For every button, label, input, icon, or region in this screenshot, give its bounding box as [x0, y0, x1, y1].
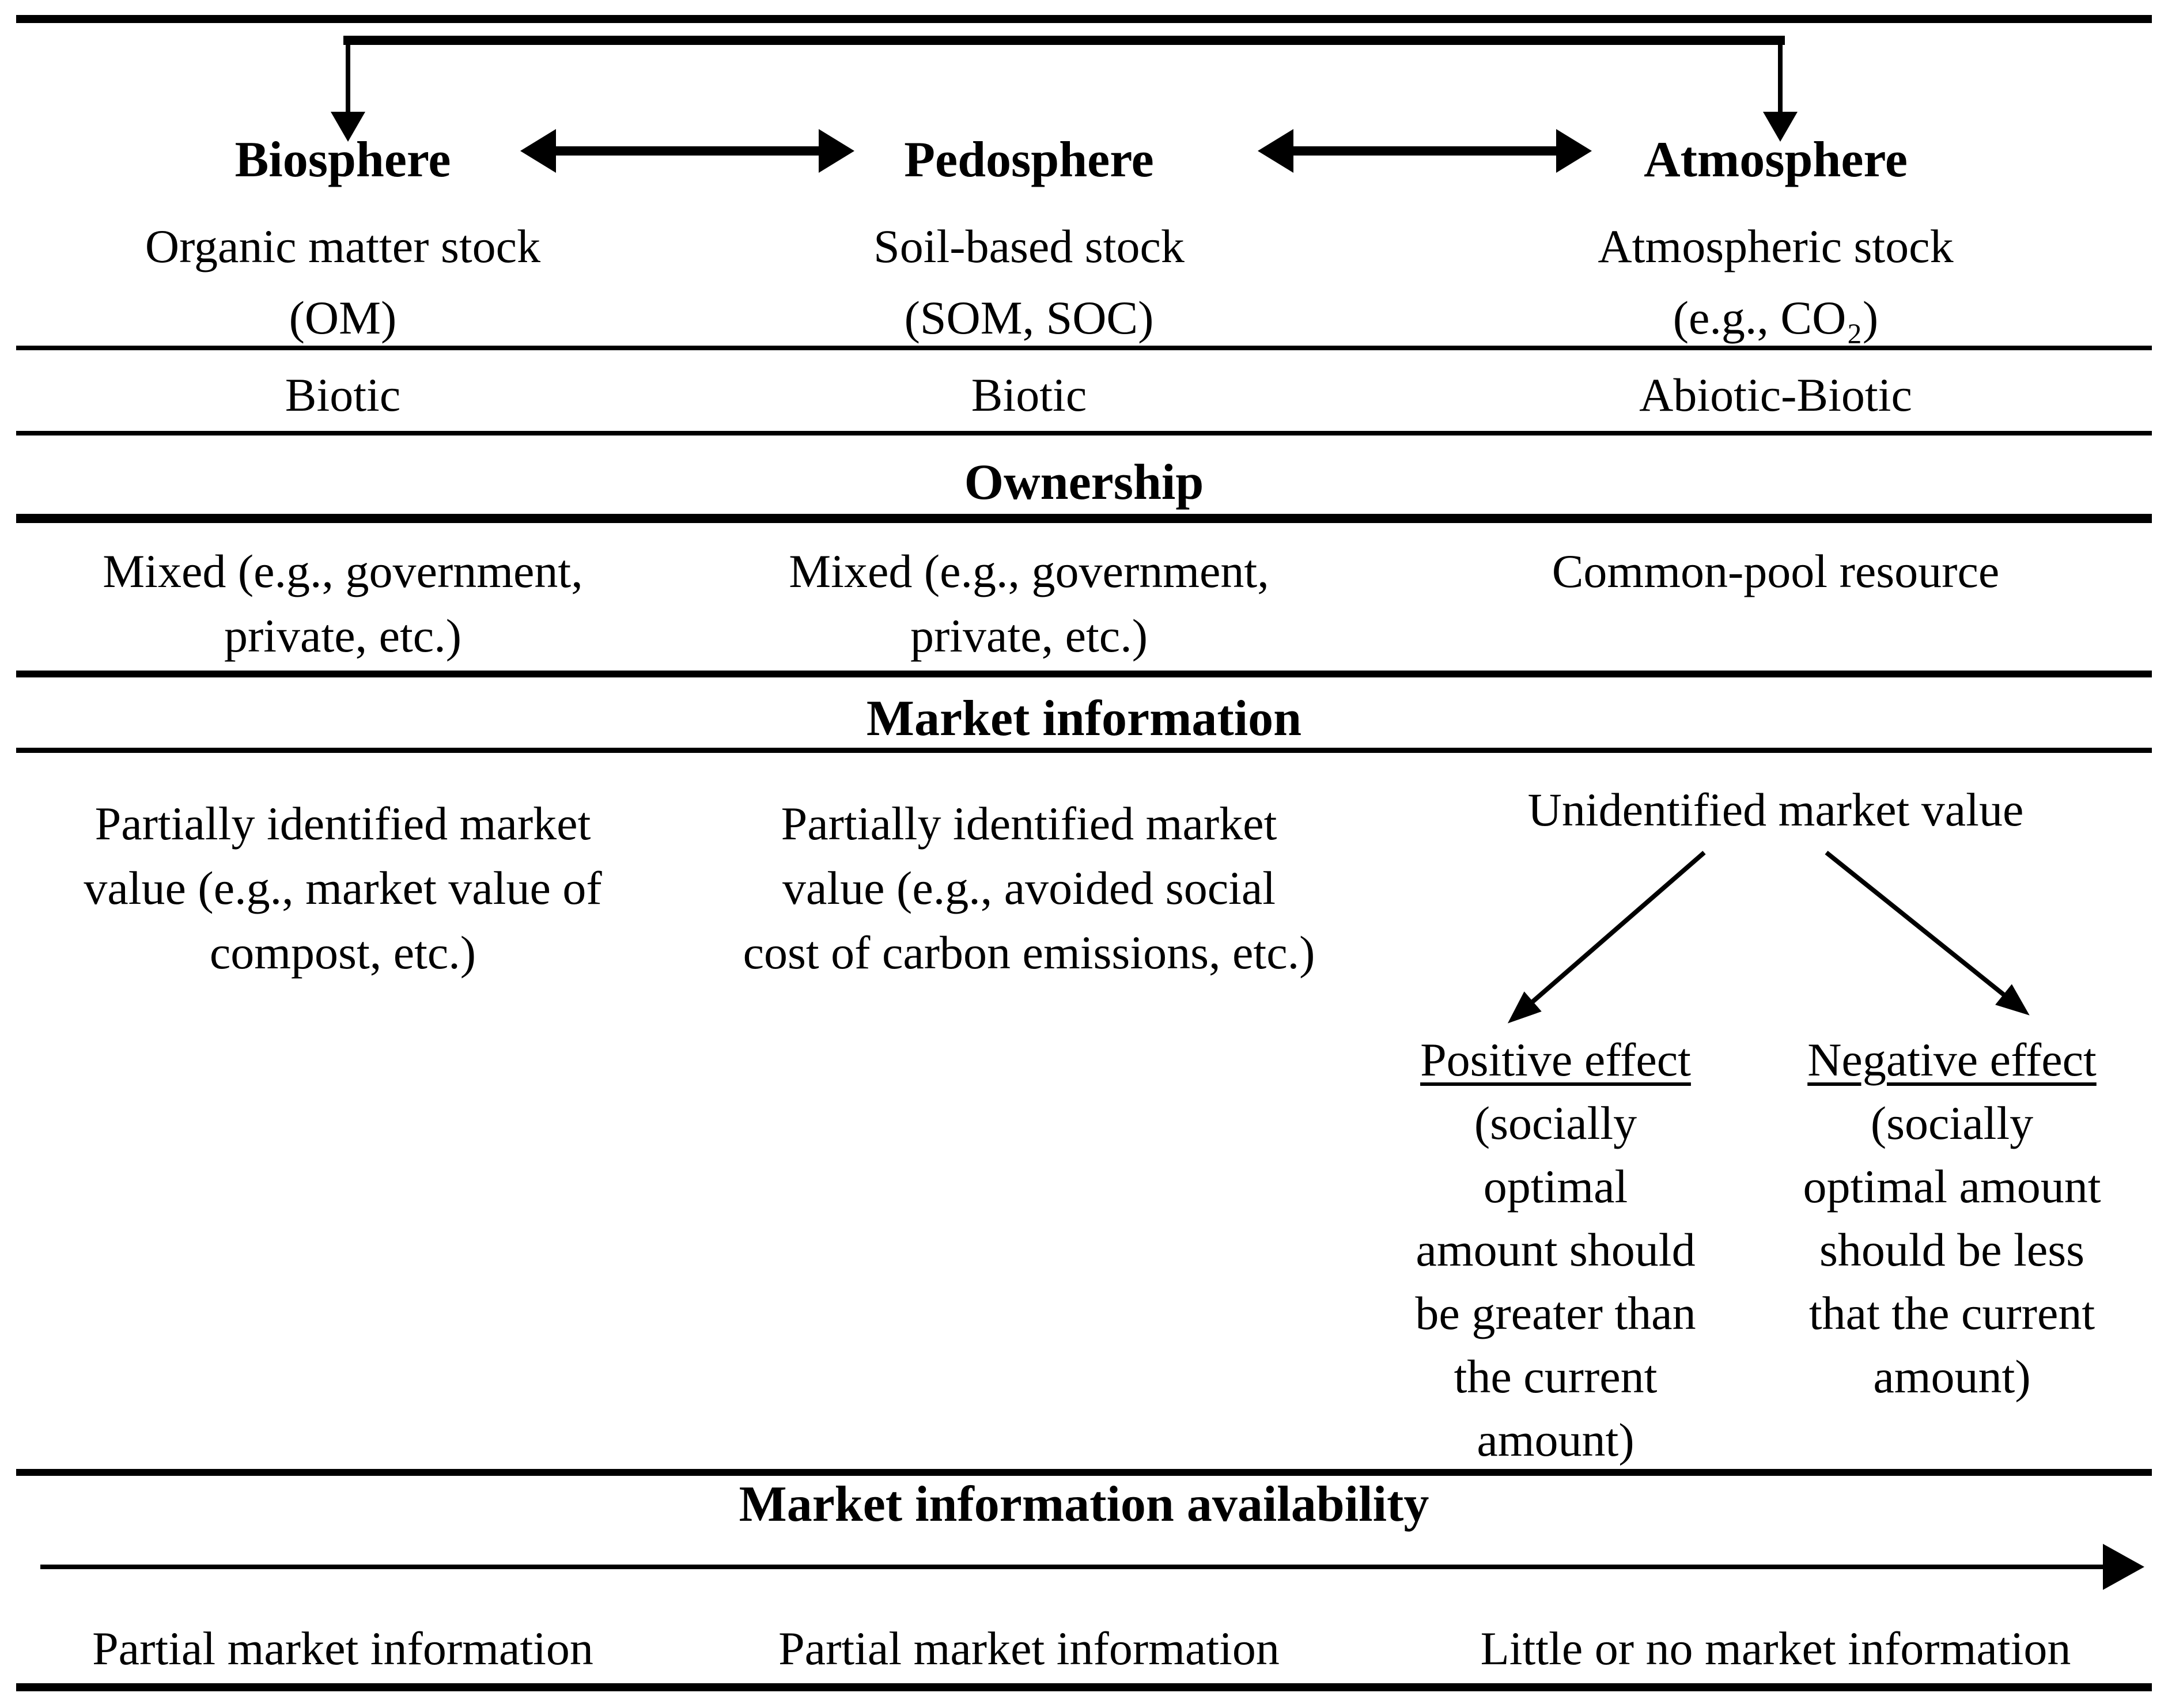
sphere-title-pedosphere: Pedosphere — [904, 132, 1154, 188]
availability-pedosphere: Partial market information — [778, 1622, 1280, 1675]
arrow-down-to-atmosphere-icon — [1763, 112, 1798, 142]
ownership-biosphere-line1: Mixed (e.g., government, — [103, 545, 583, 597]
stock-abbr-pedosphere: (SOM, SOC) — [904, 291, 1154, 344]
biosphere-pedosphere-arrow-shaft — [553, 146, 822, 156]
negative-effect-line4: that the current — [1808, 1287, 2095, 1339]
market-biosphere-line1: Partially identified market — [94, 797, 591, 850]
nature-pedosphere: Biotic — [971, 369, 1087, 421]
availability-gradient-arrow-shaft — [40, 1565, 2104, 1569]
stock-biosphere: Organic matter stock — [145, 220, 541, 272]
rule-below-market-row — [16, 1469, 2152, 1476]
positive-effect-line1: (socially — [1474, 1097, 1637, 1149]
availability-biosphere: Partial market information — [92, 1622, 593, 1675]
stock-pedosphere: Soil-based stock — [873, 220, 1185, 272]
market-biosphere-line2: value (e.g., market value of — [84, 862, 602, 914]
arrow-left-icon — [1258, 129, 1293, 173]
arrow-shaft — [1528, 850, 1706, 1006]
link-stem-left — [346, 44, 350, 113]
negative-effect-line5: amount) — [1873, 1350, 2031, 1403]
negative-effect-line3: should be less — [1819, 1224, 2085, 1276]
nature-biosphere: Biotic — [285, 369, 401, 421]
positive-effect-line2: optimal — [1483, 1160, 1628, 1213]
market-pedosphere-line3: cost of carbon emissions, etc.) — [743, 926, 1315, 979]
market-pedosphere-line1: Partially identified market — [781, 797, 1277, 850]
positive-effect-line6: amount) — [1477, 1414, 1634, 1466]
negative-effect-line2: optimal amount — [1803, 1160, 2101, 1213]
arrow-shaft — [1825, 850, 2008, 999]
nature-atmosphere: Abiotic-Biotic — [1639, 369, 1912, 421]
arrow-right-icon — [2103, 1544, 2144, 1590]
market-pedosphere-line2: value (e.g., avoided social — [782, 862, 1276, 914]
pedosphere-atmosphere-arrow-shaft — [1291, 146, 1559, 156]
positive-effect-label: Positive effect — [1420, 1033, 1691, 1086]
rule-below-biotic-row — [16, 431, 2152, 435]
negative-effect-label: Negative effect — [1807, 1033, 2097, 1086]
arrow-right-icon — [1556, 129, 1592, 173]
rule-below-stock-row — [16, 346, 2152, 350]
rule-below-ownership-row — [16, 671, 2152, 677]
sphere-title-biosphere: Biosphere — [234, 132, 451, 188]
ownership-pedosphere-line1: Mixed (e.g., government, — [789, 545, 1269, 597]
arrow-to-positive-effect-icon — [1499, 850, 1706, 1033]
negative-effect-line1: (socially — [1870, 1097, 2034, 1149]
table-bottom-border — [16, 1683, 2152, 1691]
ownership-pedosphere-line2: private, etc.) — [910, 609, 1148, 662]
ownership-atmosphere: Common-pool resource — [1552, 545, 2000, 597]
rule-below-ownership-header — [16, 514, 2152, 523]
stock-abbr-atmosphere: (e.g., CO₂) — [1673, 291, 1879, 344]
positive-effect-line5: the current — [1454, 1350, 1658, 1403]
biosphere-atmosphere-link-bar — [343, 36, 1785, 45]
table-top-border — [16, 15, 2152, 23]
arrow-down-to-biosphere-icon — [331, 112, 365, 142]
stock-abbr-biosphere: (OM) — [289, 291, 397, 344]
positive-effect-line3: amount should — [1416, 1224, 1696, 1276]
sphere-title-atmosphere: Atmosphere — [1644, 132, 1908, 188]
section-header-availability: Market information availability — [739, 1476, 1429, 1532]
market-biosphere-line3: compost, etc.) — [209, 926, 476, 979]
positive-effect-line4: be greater than — [1415, 1287, 1696, 1339]
arrow-left-icon — [520, 129, 556, 173]
stock-atmosphere: Atmospheric stock — [1598, 220, 1954, 272]
rule-below-market-header — [16, 748, 2152, 753]
section-header-ownership: Ownership — [964, 455, 1204, 510]
arrow-right-icon — [819, 129, 854, 173]
availability-atmosphere: Little or no market information — [1480, 1622, 2071, 1675]
section-header-market-information: Market information — [866, 691, 1302, 747]
ownership-biosphere-line2: private, etc.) — [224, 609, 462, 662]
link-stem-right — [1778, 44, 1783, 113]
market-atmosphere-value: Unidentified market value — [1527, 783, 2024, 836]
arrow-to-negative-effect-icon — [1825, 850, 2038, 1026]
